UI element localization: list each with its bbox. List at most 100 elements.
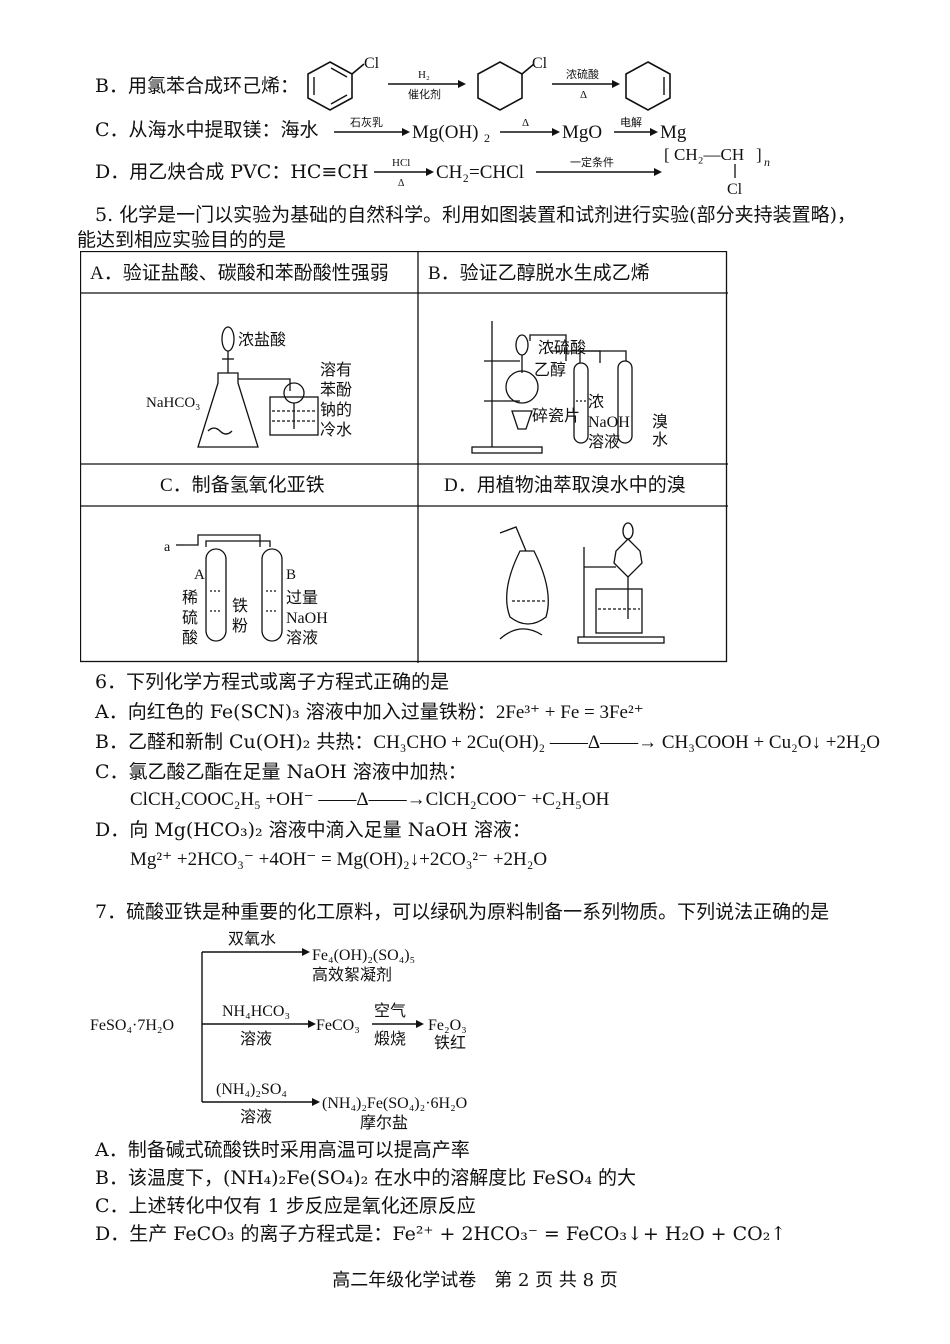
label-a-phenol-1: 溶有 (320, 361, 352, 379)
q6-option-b: B．乙醛和新制 Cu(OH)₂ 共热：CH₃CHO + 2Cu(OH)₂ ——Δ… (95, 730, 880, 755)
label-c-B: B (286, 567, 296, 583)
label-c-a: a (164, 540, 171, 555)
label-a-phenol-2: 苯酚 (320, 381, 352, 399)
q5-stem-1: 5. 化学是一门以实验为基础的自然科学。利用如图装置和试剂进行实验(部分夹持装置… (95, 204, 856, 226)
label-b-naoh-2: NaOH (588, 414, 630, 431)
label-a-hcl: 浓盐酸 (238, 331, 286, 349)
q7-r2-name: 铁红 (434, 1034, 466, 1052)
label-c-A: A (194, 567, 205, 583)
apparatus-c (176, 534, 283, 642)
apparatus-b (471, 321, 633, 454)
q4-d-scheme: HCl Δ CH₂=CHCl 一定条件 [ CH₂—CH ] n Cl (374, 145, 770, 198)
q7-option-b: B．该温度下，(NH₄)₂Fe(SO₄)₂ 在水中的溶解度比 FeSO₄ 的大 (95, 1167, 636, 1189)
svg-text:2: 2 (484, 131, 490, 145)
label-b-h2so4: 浓硫酸 (538, 339, 586, 357)
q6-a-text: A．向红色的 Fe(SCN)₃ 溶液中加入过量铁粉： (95, 701, 496, 723)
q7-flowchart: FeSO₄·7H₂O 双氧水 Fe₄(OH)₂(SO₄)₅ 高效絮凝剂 NH₄H… (90, 930, 467, 1132)
label-c-fe-2: 粉 (232, 617, 248, 635)
q7-r3-reagent: (NH₄)₂SO₄ (216, 1081, 287, 1098)
label-c-acid-3: 酸 (182, 629, 198, 647)
svg-text:]: ] (756, 145, 762, 164)
q6-c-eq: ClCH₂COOC₂H₅ +OH⁻ ——Δ——→ClCH₂COO⁻ +C₂H₅O… (130, 789, 610, 810)
label-c-naoh-2: NaOH (286, 610, 328, 627)
q4-c-arrow2: Δ (522, 117, 529, 129)
q4-c-scheme: 石灰乳 Mg(OH) 2 Δ MgO 电解 Mg (334, 115, 687, 145)
q7-stem: 7．硫酸亚铁是种重要的化工原料，可以绿矾为原料制备一系列物质。下列说法正确的是 (95, 901, 830, 923)
q6-b-text: B．乙醛和新制 Cu(OH)₂ 共热： (95, 731, 374, 753)
q4-c-label: C．从海水中提取镁：海水 (95, 119, 319, 141)
label-a-phenol-3: 钠的 (320, 401, 352, 419)
q5-stem-2: 能达到相应实验目的的是 (77, 229, 287, 251)
q4-b-arrow1-sub: 催化剂 (408, 87, 441, 101)
q6-option-a: A．向红色的 Fe(SCN)₃ 溶液中加入过量铁粉：2Fe³⁺ + Fe = 3… (95, 700, 644, 725)
label-c-naoh-3: 溶液 (286, 629, 318, 647)
svg-text:[: [ (664, 145, 670, 164)
q4-d-arrow1-sub: Δ (398, 178, 405, 189)
q7-r2-reagent2: 溶液 (240, 1030, 272, 1048)
label-b-naoh-1: 浓 (588, 393, 604, 411)
q7-r3-product: (NH₄)₂Fe(SO₄)₂·6H₂O (322, 1095, 467, 1112)
q5-table: 浓盐酸 NaHCO₃ 溶有 苯酚 钠的 冷水 浓硫酸 乙醇 碎瓷片 浓 NaOH… (80, 251, 728, 663)
q7-option-c: C．上述转化中仅有 1 步反应是氧化还原反应 (95, 1195, 476, 1217)
q4-d-monomer: CH₂=CHCl (436, 162, 524, 183)
q7-r2-cond1: 空气 (374, 1002, 406, 1020)
q7-option-a: A．制备碱式硫酸铁时采用高温可以提高产率 (95, 1139, 470, 1161)
q4-c-mgo: MgO (562, 122, 602, 143)
label-b-ethanol: 乙醇 (534, 361, 566, 379)
cell-b-title: B．验证乙醇脱水生成乙烯 (428, 262, 650, 284)
q6-b-eq: CH₃CHO + 2Cu(OH)₂ ——Δ——→ CH₃COOH + Cu₂O↓… (373, 732, 880, 753)
q7-option-d: D．生产 FeCO₃ 的离子方程式是：Fe²⁺ + 2HCO₃⁻ = FeCO₃… (95, 1223, 787, 1245)
q6-option-c: C．氯乙酸乙酯在足量 NaOH 溶液中加热： (95, 761, 467, 783)
q6-option-d: D．向 Mg(HCO₃)₂ 溶液中滴入足量 NaOH 溶液： (95, 819, 531, 841)
label-b-br-2: 水 (652, 431, 668, 449)
q6-stem: 6．下列化学方程式或离子方程式正确的是 (95, 671, 450, 693)
q4-b-scheme: Cl H₂ 催化剂 Cl 浓硫酸 Δ (307, 55, 671, 111)
label-a-phenol-4: 冷水 (320, 421, 352, 439)
q7-r1-name: 高效絮凝剂 (312, 966, 392, 984)
label-b-naoh-3: 溶液 (588, 433, 620, 451)
label-b-chips: 碎瓷片 (532, 407, 580, 425)
cell-c-title: C．制备氢氧化亚铁 (160, 474, 325, 496)
apparatus-d (499, 522, 665, 644)
q7-r3-reagent2: 溶液 (240, 1108, 272, 1126)
q4-c-mgoh2: Mg(OH) (412, 122, 479, 143)
label-a-nahco3: NaHCO₃ (146, 395, 200, 411)
q4-b-cl2: Cl (532, 55, 548, 72)
q7-r1-product: Fe₄(OH)₂(SO₄)₅ (312, 947, 415, 964)
q7-start: FeSO₄·7H₂O (90, 1017, 174, 1034)
q4-d-cl: Cl (727, 181, 743, 198)
label-b-br-1: 溴 (652, 413, 668, 431)
q4-b-label: B．用氯苯合成环己烯： (95, 75, 299, 97)
label-c-fe-1: 铁 (232, 597, 248, 615)
page-footer: 高二年级化学试卷 第 2 页 共 8 页 (332, 1270, 618, 1291)
q4-d-polymer: CH₂—CH (674, 145, 744, 164)
q4-c-arrow3: 电解 (620, 115, 642, 129)
q4-d-label: D．用乙炔合成 PVC：HC≡CH (95, 161, 369, 183)
q4-d-arrow2: 一定条件 (570, 155, 614, 169)
q4-d-arrow1: HCl (392, 157, 410, 169)
q4-option-c: C．从海水中提取镁：海水 (95, 118, 319, 142)
q7-r1-reagent: 双氧水 (228, 930, 276, 948)
q7-r2-mid: FeCO₃ (316, 1017, 360, 1034)
q4-b-arrow2: 浓硫酸 (566, 67, 599, 81)
label-c-naoh-1: 过量 (286, 589, 318, 607)
q4-b-cl1: Cl (364, 55, 380, 72)
apparatus-a (197, 326, 319, 448)
q7-r2-reagent: NH₄HCO₃ (222, 1003, 290, 1020)
q4-c-mg: Mg (660, 122, 687, 143)
q4-b-arrow1: H₂ (418, 69, 430, 81)
q6-d-eq: Mg²⁺ +2HCO₃⁻ +4OH⁻ = Mg(OH)₂↓+2CO₃²⁻ +2H… (130, 849, 548, 870)
q7-r3-name: 摩尔盐 (360, 1114, 408, 1132)
q4-b-arrow2-sub: Δ (580, 89, 587, 101)
q7-r2-cond2: 煅烧 (374, 1030, 406, 1048)
q4-d-n: n (764, 155, 770, 169)
cell-d-title: D．用植物油萃取溴水中的溴 (444, 474, 686, 496)
q4-c-arrow1: 石灰乳 (350, 115, 383, 129)
label-c-acid-2: 硫 (182, 609, 198, 627)
q7-r2-product: Fe₂O₃ (428, 1017, 467, 1034)
q4-option-b: B．用氯苯合成环己烯： (95, 74, 299, 98)
label-c-acid-1: 稀 (182, 589, 198, 607)
cell-a-title: A．验证盐酸、碳酸和苯酚酸性强弱 (90, 262, 389, 284)
q6-a-eq: 2Fe³⁺ + Fe = 3Fe²⁺ (495, 702, 644, 723)
q4-option-d: D．用乙炔合成 PVC：HC≡CH (95, 160, 368, 184)
